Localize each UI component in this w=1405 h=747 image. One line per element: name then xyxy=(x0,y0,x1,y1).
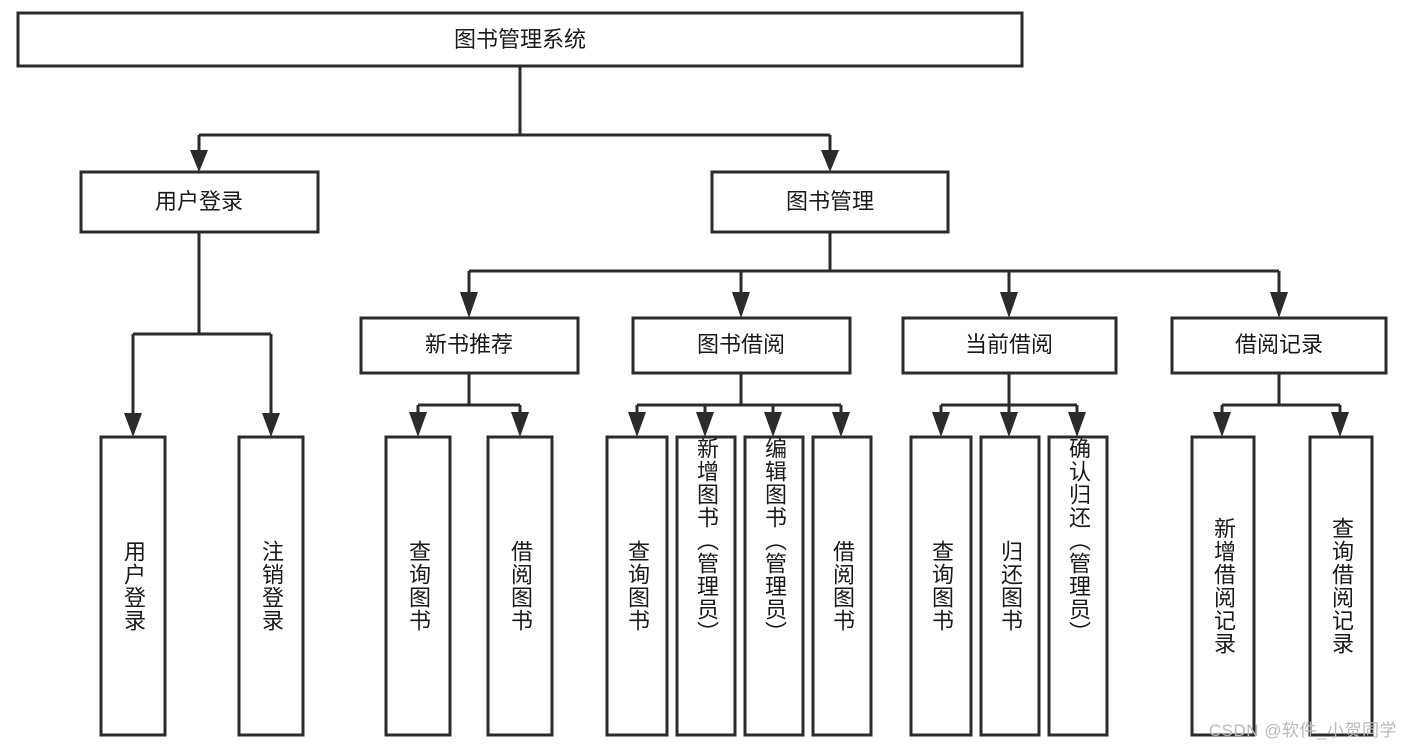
node-current-borrow-box[interactable] xyxy=(901,316,1118,375)
leaf-add-book-box[interactable] xyxy=(675,435,737,737)
arrow-book-management xyxy=(821,150,839,172)
node-book-borrow-box[interactable] xyxy=(631,316,852,375)
node-user-login[interactable]: 用户登录 xyxy=(79,170,320,234)
node-root-system-box[interactable] xyxy=(16,11,1024,68)
arrow-leaf-query-book-1 xyxy=(409,412,427,437)
leaf-confirm-return-box[interactable] xyxy=(1047,435,1109,737)
arrow-borrow-record xyxy=(1270,292,1288,318)
node-book-borrow-label: 图书借阅 xyxy=(697,332,785,357)
arrow-book-borrow xyxy=(732,292,750,318)
arrow-leaf-query-book-3 xyxy=(932,412,950,437)
arrow-leaf-borrow-book-2 xyxy=(832,412,850,437)
leaf-box-layer xyxy=(99,435,1374,737)
node-borrow-record-box[interactable] xyxy=(1170,316,1388,375)
leaf-add-record-box[interactable] xyxy=(1190,435,1256,737)
arrow-current-borrow xyxy=(1000,292,1018,318)
node-current-borrow-label: 当前借阅 xyxy=(965,332,1053,357)
leaf-query-book-1-box[interactable] xyxy=(384,435,452,737)
connector-layer xyxy=(124,66,1349,437)
node-borrow-record-label: 借阅记录 xyxy=(1235,332,1323,357)
leaf-query-book-2-box[interactable] xyxy=(605,435,669,737)
leaf-user-login-box[interactable] xyxy=(99,435,167,737)
node-new-book-recommend-box[interactable] xyxy=(359,316,580,375)
leaf-query-book-3-box[interactable] xyxy=(909,435,973,737)
node-book-borrow[interactable]: 图书借阅 xyxy=(631,316,852,375)
csdn-watermark: CSDN @软件_小贺同学 xyxy=(1208,721,1397,740)
node-borrow-record[interactable]: 借阅记录 xyxy=(1170,316,1388,375)
arrow-user-login xyxy=(190,150,208,172)
node-book-management-label: 图书管理 xyxy=(786,189,874,214)
leaf-borrow-book-1-box[interactable] xyxy=(486,435,554,737)
node-new-book-recommend[interactable]: 新书推荐 xyxy=(359,316,580,375)
leaf-borrow-book-2-box[interactable] xyxy=(811,435,873,737)
arrow-leaf-confirm-return xyxy=(1068,412,1086,437)
arrow-leaf-add-record xyxy=(1213,412,1231,437)
arrow-leaf-borrow-book-1 xyxy=(511,412,529,437)
node-user-login-box[interactable] xyxy=(79,170,320,234)
node-new-book-recommend-label: 新书推荐 xyxy=(425,332,513,357)
node-root-system-label: 图书管理系统 xyxy=(454,27,586,52)
arrow-new-book-recommend xyxy=(460,292,478,318)
arrow-leaf-user-login xyxy=(124,413,142,437)
leaf-return-book-box[interactable] xyxy=(979,435,1041,737)
node-current-borrow[interactable]: 当前借阅 xyxy=(901,316,1118,375)
node-book-management-box[interactable] xyxy=(710,170,950,234)
leaf-edit-book-box[interactable] xyxy=(743,435,805,737)
arrow-leaf-return-book xyxy=(1000,412,1018,437)
leaf-query-record-box[interactable] xyxy=(1308,435,1374,737)
arrow-leaf-logout-login xyxy=(262,413,280,437)
node-root-system[interactable]: 图书管理系统 xyxy=(16,11,1024,68)
leaf-logout-login-box[interactable] xyxy=(237,435,305,737)
arrow-leaf-query-book-2 xyxy=(628,412,646,437)
arrow-leaf-add-book xyxy=(696,412,714,437)
node-book-management[interactable]: 图书管理 xyxy=(710,170,950,234)
arrow-leaf-edit-book xyxy=(764,412,782,437)
arrow-leaf-query-record xyxy=(1331,412,1349,437)
node-user-login-label: 用户登录 xyxy=(155,189,243,214)
